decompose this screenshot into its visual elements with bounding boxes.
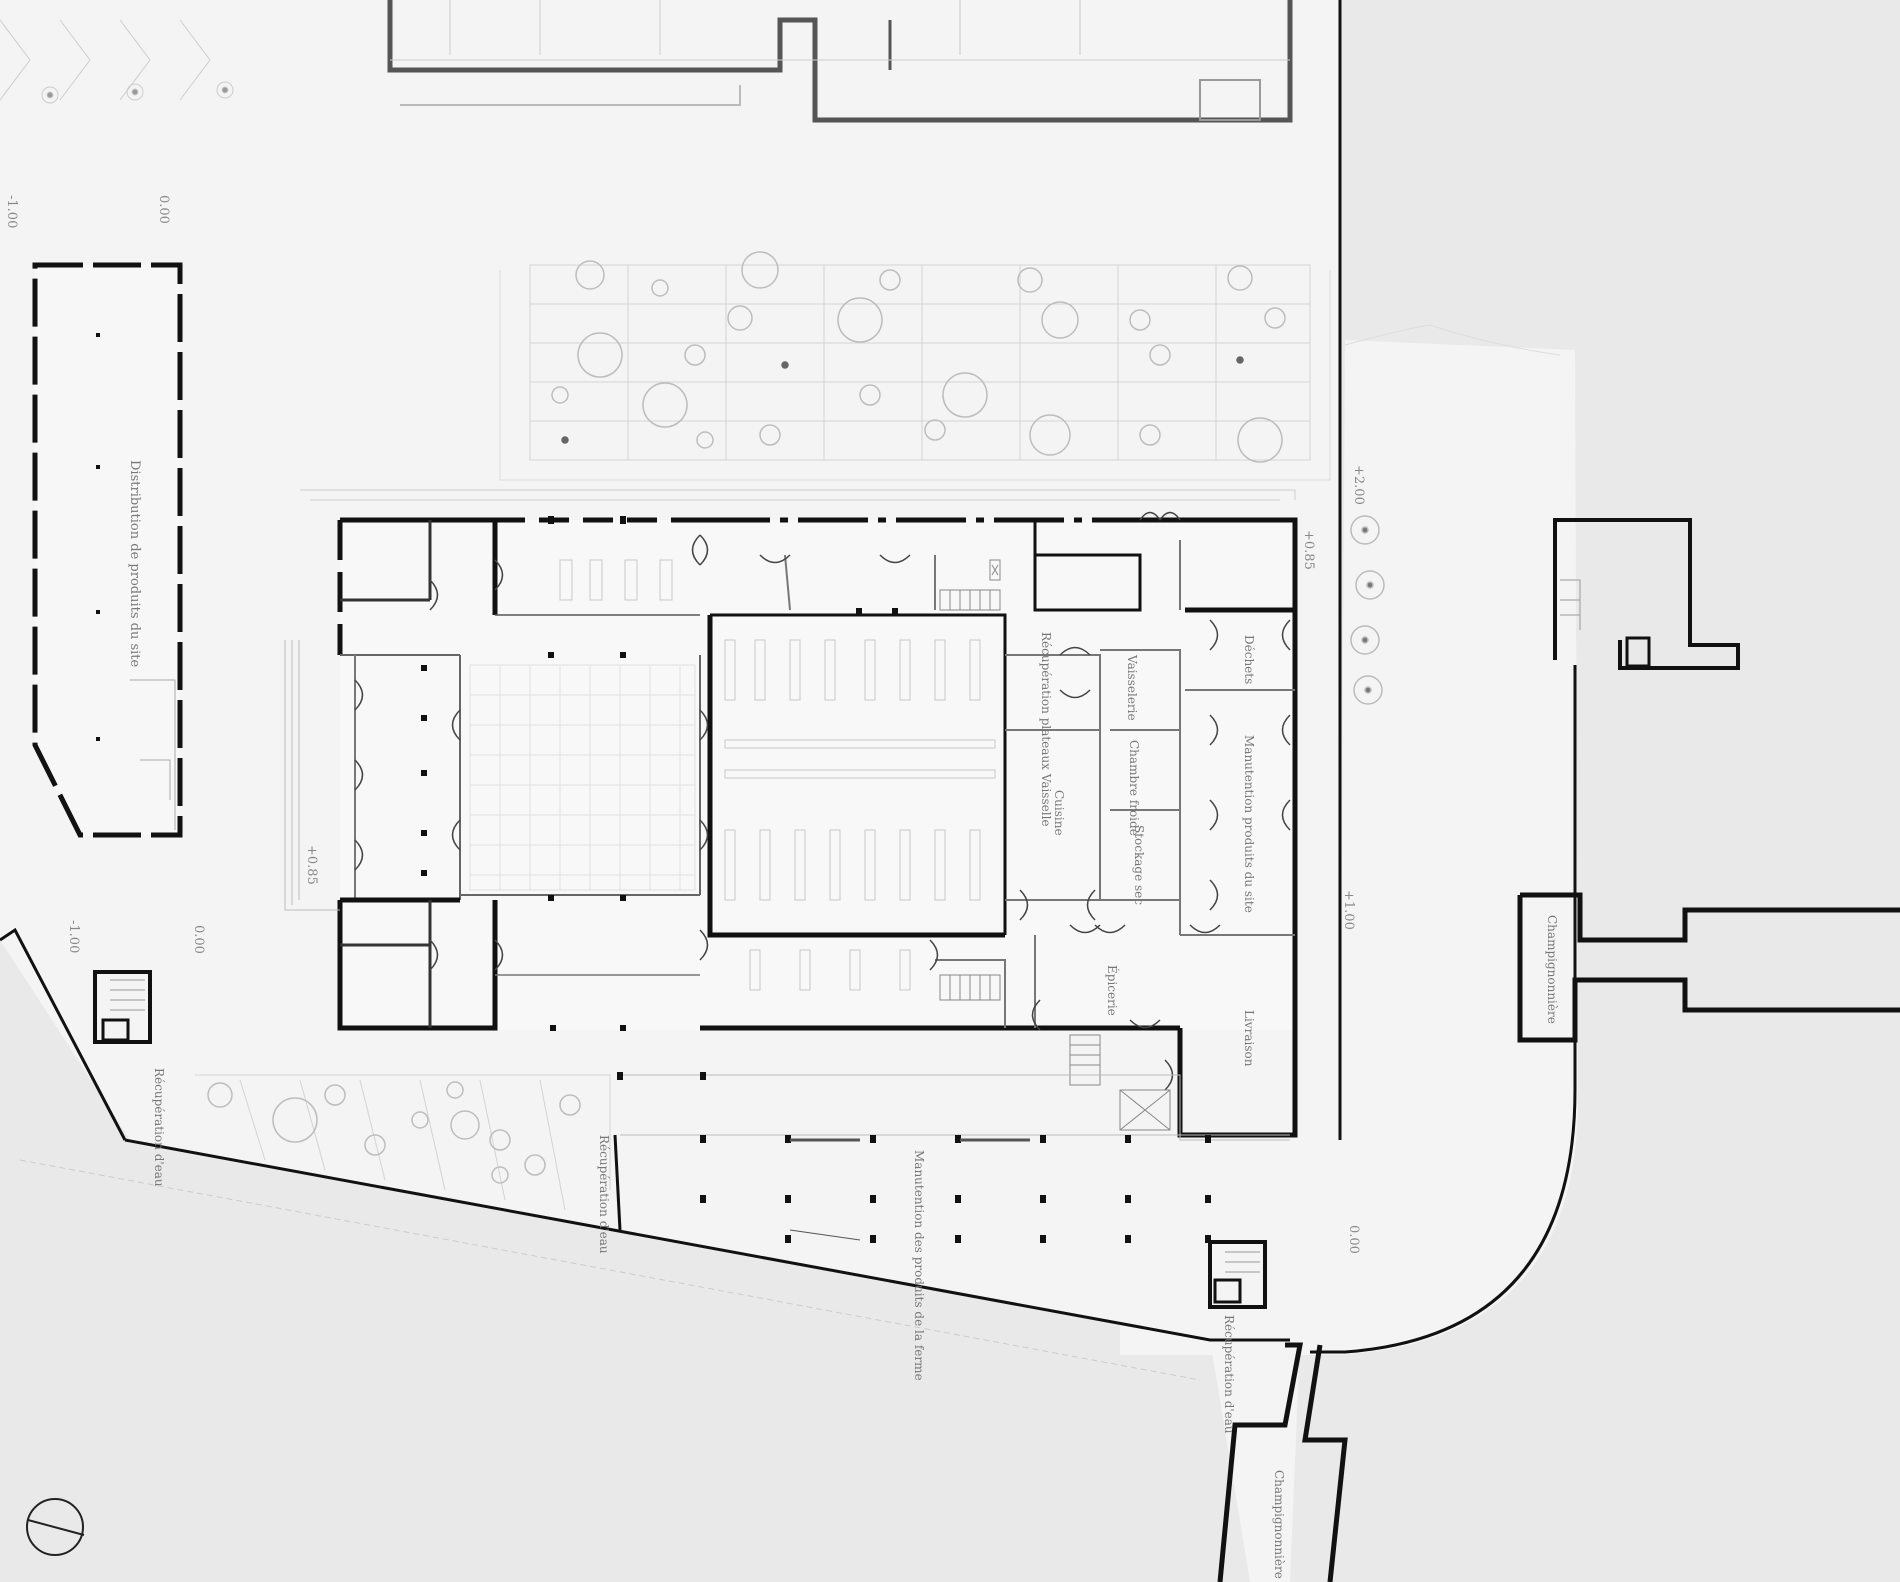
level-p100: +1.00 (1341, 890, 1356, 930)
water-tank-west (93, 970, 152, 1044)
water-tank-south (1208, 1240, 1267, 1309)
level-m100-b: -1.00 (66, 920, 81, 953)
label-dechets: Déchets (1242, 635, 1256, 684)
door-swings (354, 511, 1291, 1091)
garden-beds-north (499, 264, 1331, 481)
level-p085-b: +0.85 (304, 845, 319, 885)
label-vaisselerie: Vaisselerie (1125, 654, 1139, 721)
south-hall (617, 1072, 1290, 1243)
label-champignonniere-2: Champignonnière (1272, 1470, 1286, 1579)
label-champignonniere-1: Champignonnière (1545, 915, 1559, 1024)
label-recuperation-eau-2: Récupération d'eau (597, 1135, 611, 1254)
distribution-building (32, 262, 183, 838)
level-000-b: 0.00 (191, 925, 206, 954)
stair-east-top (1553, 518, 1740, 670)
label-distribution: Distribution de produits du site (127, 460, 142, 668)
north-terrace (300, 489, 1296, 501)
property-line (19, 1159, 1201, 1381)
terrain-line-east (1344, 324, 1561, 356)
stairs (939, 559, 1171, 1131)
trees-east (1350, 515, 1385, 705)
label-manutention-site: Manutention produits du site (1242, 735, 1256, 913)
site-boundaries (0, 0, 1342, 1342)
room-labels: Distribution de produits du site Récupér… (127, 460, 1559, 1579)
west-steps (284, 640, 340, 911)
level-000-c: 0.00 (1346, 1225, 1361, 1254)
level-markers: -1.00 0.00 +0.85 +0.85 +2.00 +1.00 -1.00… (4, 195, 1366, 1254)
columns (421, 516, 898, 1031)
garden-trees-north (551, 251, 1286, 463)
champignonniere-south (1217, 1342, 1348, 1582)
garden-trees-south (207, 1081, 581, 1184)
context-trees-top (0, 19, 234, 104)
label-recuperation-eau-1: Récupération d'eau (152, 1068, 166, 1187)
label-chambre-froide: Chambre froide (1127, 740, 1141, 836)
label-recuperation-eau-3: Récupération d'eau (1222, 1315, 1236, 1434)
road-curve (1120, 340, 1578, 1355)
champignonniere-east (1517, 892, 1900, 1043)
main-building (284, 489, 1298, 1138)
road-edge (1310, 665, 1577, 1354)
courtyard-paving (469, 664, 696, 891)
terrain-south (0, 940, 1250, 1582)
label-cuisine: Cuisine (1052, 790, 1066, 836)
level-p085-a: +0.85 (1301, 530, 1316, 570)
level-p200: +2.00 (1351, 465, 1366, 505)
level-000-a: 0.00 (156, 195, 171, 224)
level-m100-a: -1.00 (4, 195, 19, 228)
label-manutention-ferme: Manutention des produits de la ferme (912, 1150, 926, 1381)
existing-buildings (387, 0, 1293, 123)
label-livraison: Livraison (1242, 1010, 1256, 1067)
label-epicerie: Épicerie (1105, 965, 1120, 1016)
label-stockage-sec: Stockage sec (1132, 825, 1146, 905)
dining-tables (559, 559, 996, 991)
label-recuperation-plateaux: Récupération plateaux Vaisselle (1039, 632, 1053, 827)
terrain-southeast (1290, 1200, 1900, 1582)
garden-beds-south (195, 1074, 611, 1211)
north-arrow (26, 1498, 85, 1556)
